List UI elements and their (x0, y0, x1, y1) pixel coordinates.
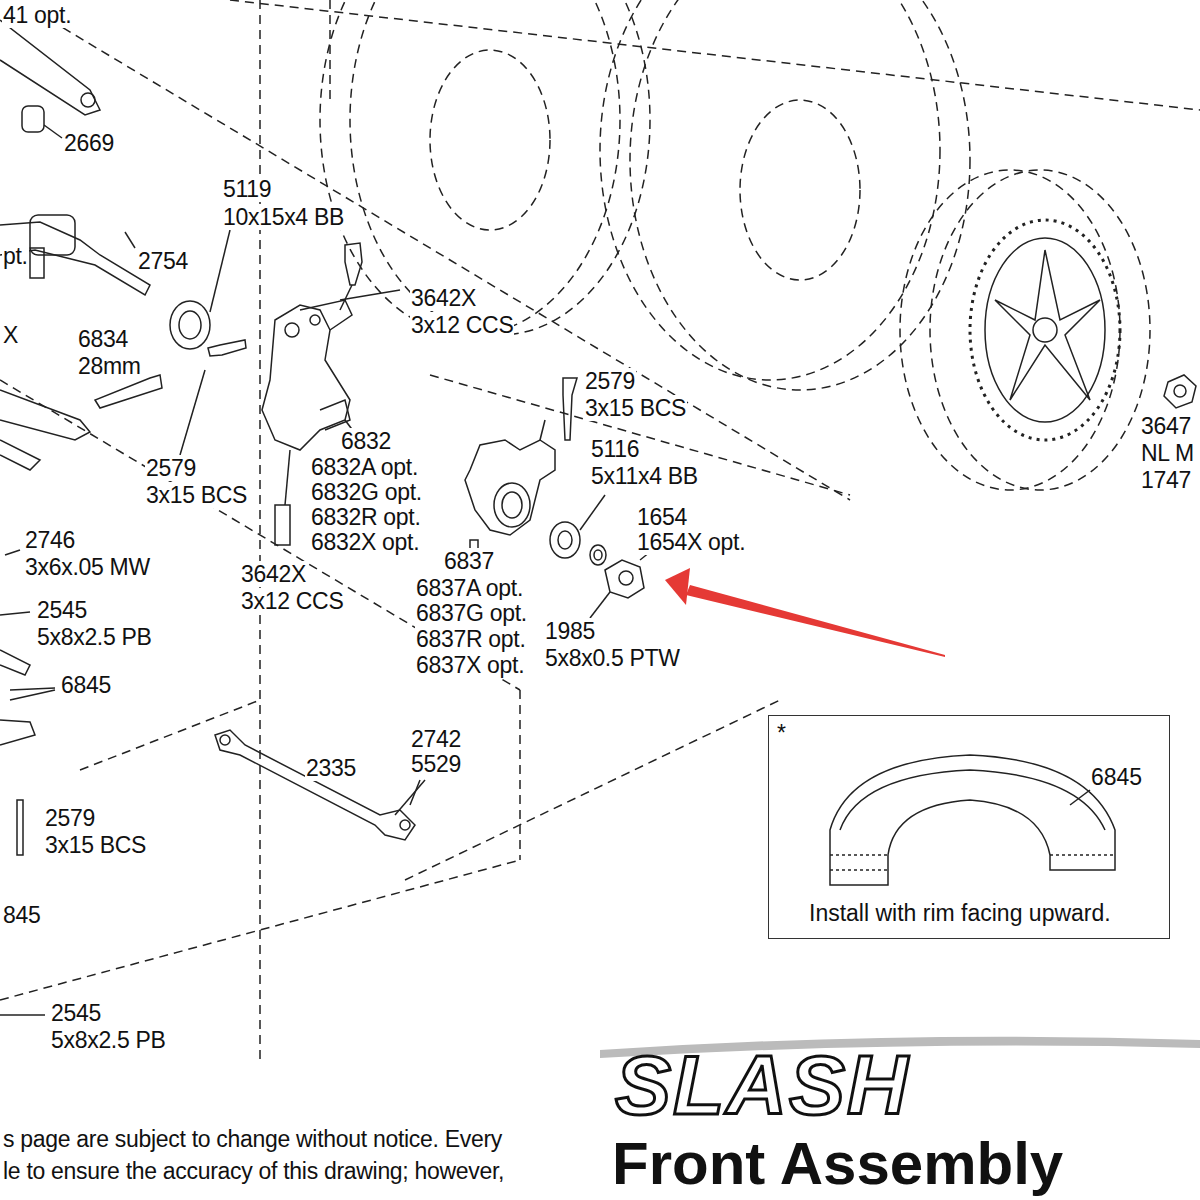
callout-label: 6832R opt. (310, 504, 422, 530)
callout-label: 6837A opt. (415, 575, 524, 601)
callout-label: 1747 (1140, 467, 1192, 493)
callout-label: 5116 (590, 436, 640, 462)
callout-label: 6832A opt. (310, 454, 419, 480)
callout-label: 2579 (145, 455, 197, 481)
callout-label: 5x8x0.5 PTW (544, 645, 681, 671)
callout-label: 5x11x4 BB (590, 463, 699, 489)
callout-label: 2742 (410, 726, 462, 752)
callout-label: 6832X opt. (310, 529, 420, 555)
callout-label: 6832 (340, 428, 392, 454)
callout-label: 6837 (443, 548, 495, 574)
callout-label: 2545 (50, 1000, 102, 1026)
callout-label: 2335 (305, 755, 357, 781)
callout-label: 6837G opt. (415, 600, 528, 626)
callout-label: 845 (2, 902, 41, 928)
product-logo: SLASH (615, 1040, 910, 1130)
callout-label: 2754 (137, 248, 189, 274)
callout-label: 2545 (36, 597, 88, 623)
callout-label: 5119 (222, 176, 272, 202)
callout-label: 41 opt. (2, 2, 72, 28)
callout-label: 1654X opt. (636, 529, 746, 555)
callout-label: NL M (1140, 440, 1195, 466)
callout-label: 10x15x4 BB (222, 204, 345, 230)
callout-label: 1654 (636, 504, 688, 530)
callout-label: 5529 (410, 751, 462, 777)
callout-label: 3x12 CCS (410, 312, 514, 338)
callout-label: 6832G opt. (310, 479, 423, 505)
footnote-mark: * (777, 720, 786, 746)
inset-box: * 6845Install with rim facing upward. (768, 715, 1170, 939)
callout-number: 6845 (1091, 764, 1142, 790)
callout-label: X (2, 322, 19, 348)
callout-label: 6834 (77, 326, 129, 352)
callout-label: 2579 (584, 368, 636, 394)
callout-label: 6837R opt. (415, 626, 527, 652)
callout-label: 3647 (1140, 413, 1192, 439)
page-title: Front Assembly (612, 1132, 1063, 1196)
callout-label: 3x15 BCS (44, 832, 147, 858)
callout-label: 28mm (77, 353, 142, 379)
callout-label: 2746 (24, 527, 76, 553)
callout-label: 6845 (60, 672, 112, 698)
callout-label: 3x15 BCS (584, 395, 687, 421)
callout-label: 2579 (44, 805, 96, 831)
callout-label: 3x15 BCS (145, 482, 248, 508)
callout-label: 5x8x2.5 PB (36, 624, 153, 650)
note-text: Install with rim facing upward. (809, 900, 1111, 926)
callout-label: 2669 (63, 130, 115, 156)
callout-label: 6837X opt. (415, 652, 525, 678)
callout-label: 3642X (410, 285, 477, 311)
callout-label: s page are subject to change without not… (2, 1126, 503, 1152)
callout-label: 3x12 CCS (240, 588, 344, 614)
callout-label: 1985 (544, 618, 596, 644)
callout-label: 3642X (240, 561, 307, 587)
callout-label: pt. (2, 243, 29, 269)
callout-label: 5x8x2.5 PB (50, 1027, 167, 1053)
callout-label: 3x6x.05 MW (24, 554, 151, 580)
callout-label: le to ensure the accuracy of this drawin… (2, 1158, 505, 1184)
